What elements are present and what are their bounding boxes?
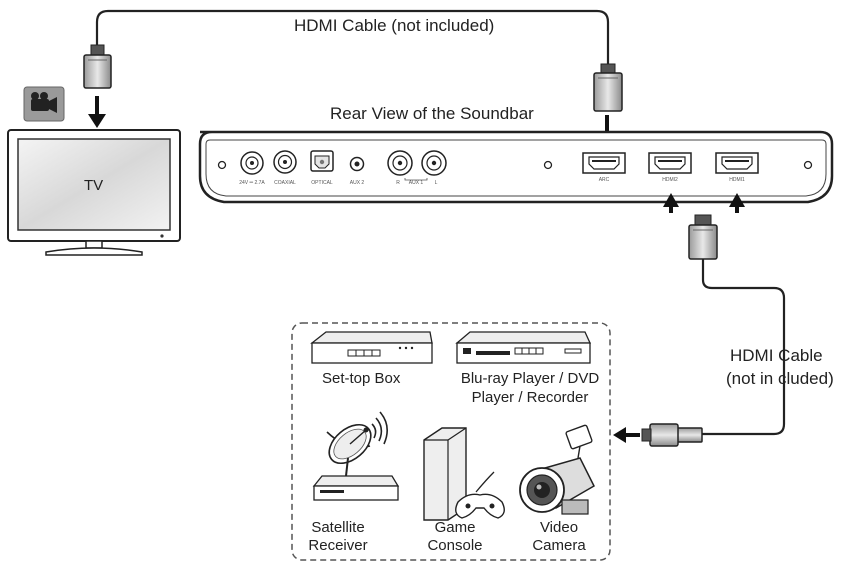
aux2-label: AUX 2: [350, 180, 365, 186]
satellite-label-1: Satellite: [311, 519, 365, 536]
power-jack: 24V ═ 2.7A: [239, 151, 265, 186]
hdmi-cable-top-label: HDMI Cable (not included): [294, 16, 495, 35]
blu-ray-player-image: [455, 331, 592, 364]
hdmi-cable-right-label-2: (not in cluded): [726, 369, 834, 388]
arrow-up-to-hdmi2: [663, 193, 679, 213]
coaxial-label: COAXIAL: [274, 180, 296, 186]
hdmi-plug-arc: [593, 63, 623, 112]
arrow-down-to-tv: [88, 96, 106, 128]
hdmi2-label: HDMI2: [662, 177, 678, 183]
video-camera-icon: [23, 86, 65, 122]
hdmi1-label: HDMI1: [729, 177, 745, 183]
video-camera-image: [519, 424, 595, 515]
blu-ray-label-2: Player / Recorder: [471, 389, 589, 406]
game-console-label-1: Game: [434, 519, 476, 536]
aux1-bracket: AUX 1: [404, 178, 428, 186]
rear-view-title: Rear View of the Soundbar: [330, 104, 534, 123]
game-console-label-2: Console: [427, 537, 483, 554]
aux1-r-port: R: [387, 150, 413, 186]
aux1-l-port: L: [421, 150, 447, 186]
tv-label: TV: [84, 177, 104, 194]
hdmi-plug-hdmi2: [688, 214, 718, 260]
aux2-port: AUX 2: [349, 156, 365, 186]
arrow-up-to-hdmi1: [729, 193, 745, 213]
hdmi-cable-right-label-1: HDMI Cable: [730, 346, 823, 365]
set-top-box-image: [310, 331, 433, 364]
blu-ray-label-1: Blu-ray Player / DVD: [460, 370, 600, 387]
video-camera-label-2: Camera: [532, 537, 586, 554]
power-label: 24V ═ 2.7A: [239, 180, 265, 186]
devices-dashed-box: [291, 322, 611, 561]
hdmi-plug-tv: [83, 44, 112, 89]
hdmi-cable-top: [95, 9, 610, 66]
coaxial-port: COAXIAL: [273, 150, 297, 186]
hdmi2-port: HDMI2: [648, 152, 692, 183]
arrow-left-to-devices: [613, 427, 640, 443]
optical-port: OPTICAL: [310, 150, 334, 186]
arc-label: ARC: [599, 177, 610, 183]
set-top-box-label: Set-top Box: [322, 370, 401, 387]
optical-label: OPTICAL: [311, 180, 333, 186]
hdmi1-port: HDMI1: [715, 152, 759, 183]
aux1-label: AUX 1: [409, 180, 424, 186]
hdmi-cable-right: [700, 259, 786, 436]
soundbar-rear-panel: [198, 130, 834, 204]
game-console-image: [423, 427, 505, 521]
video-camera-label-1: Video: [539, 519, 579, 536]
l-label: L: [435, 180, 438, 186]
hdmi-arc-port: ARC: [582, 152, 626, 183]
satellite-receiver-image: [312, 411, 400, 501]
r-label: R: [396, 180, 400, 186]
hdmi-plug-devices: [641, 423, 703, 447]
tv: [7, 129, 181, 256]
satellite-label-2: Receiver: [308, 537, 368, 554]
